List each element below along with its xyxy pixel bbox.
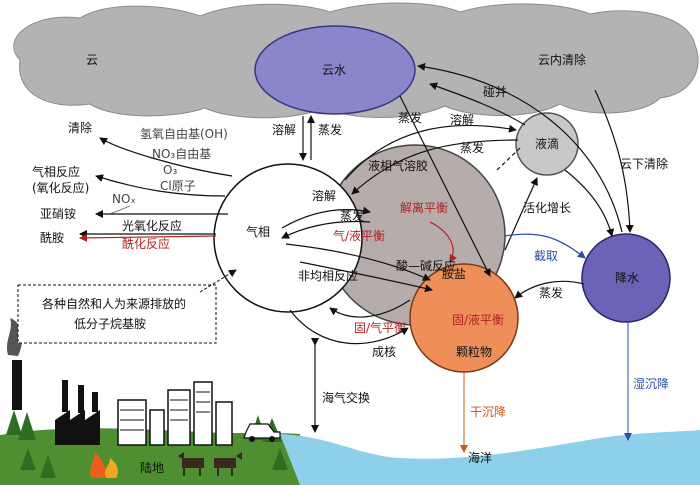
arrow-nucleation (289, 309, 409, 345)
source-box-line-1: 各种自然和人为来源排放的 (42, 296, 186, 311)
arrow-coalescence (429, 82, 526, 126)
no3-radical-label: NO₃自由基 (152, 147, 211, 161)
evaporate-mid1-label: 蒸发 (398, 110, 422, 125)
solid-liquid-eq-label: 固/液平衡 (452, 312, 504, 327)
amide-label: 酰胺 (40, 231, 64, 245)
photooxidation-label: 光氧化反应 (122, 218, 182, 233)
arrow-precip-evaporate (514, 280, 585, 299)
nitrosamine-label: 亚硝铵 (40, 206, 76, 221)
nucleation-label: 成核 (372, 345, 396, 359)
arrow-source-to-gas (199, 269, 237, 293)
solid-gas-eq-label: 固/气平衡 (354, 320, 406, 335)
car-icon (243, 423, 281, 442)
arrow-in-cloud-removal (417, 62, 623, 233)
evaporate-precip-label: 蒸发 (539, 285, 563, 300)
gas-liquid-eq-label: 气/液平衡 (333, 228, 385, 243)
factory-icon (7, 318, 100, 445)
evaporate-top-label: 蒸发 (318, 122, 342, 137)
arrow-removal (99, 137, 233, 177)
removal-label: 清除 (68, 120, 92, 135)
dissolve-mid-label: 溶解 (450, 112, 474, 127)
nox-tick (109, 205, 131, 215)
arrow-dissolve-inner (281, 206, 371, 229)
oh-radical-label: 氢氧自由基(OH) (140, 126, 228, 141)
cattle-icon (178, 452, 242, 476)
aqueous-amine-label: 液相气溶胶 (368, 158, 428, 173)
droplet-label: 液滴 (535, 136, 559, 151)
source-box (17, 284, 217, 344)
arrow-evaporate-inner (281, 220, 371, 239)
droplet-circle (515, 112, 579, 176)
arrow-activation-growth (504, 177, 538, 251)
cloud-water-ellipse (254, 25, 416, 115)
arrow-solid-gas (329, 299, 411, 318)
capture-label: 截取 (534, 249, 558, 263)
arrow-below-cloud (594, 89, 634, 233)
in-cloud-removal-label: 云内清除 (538, 52, 586, 67)
coalescence-label: 碰并 (483, 85, 507, 99)
precipitation-circle (581, 233, 671, 323)
dry-deposition-label: 干沉降 (470, 405, 506, 419)
evaporate-mid2-label: 蒸发 (460, 140, 484, 155)
nox-label: NOₓ (112, 192, 136, 206)
arrow-droplet-to-precip (564, 169, 615, 237)
particle-label: 颗粒物 (456, 344, 492, 359)
arrow-dissociation (429, 221, 457, 263)
arrow-capture (504, 233, 586, 259)
fire-icon (90, 452, 118, 478)
arrow-acid-base (285, 243, 431, 281)
heterogeneous-label: 非均相反应 (298, 268, 358, 283)
acylation-label: 酰化反应 (122, 236, 170, 251)
ocean-water (280, 430, 700, 485)
activation-growth-label: 活化增长 (523, 201, 571, 215)
evaporate-inner-label: 蒸发 (340, 208, 364, 223)
cloud-label: 云 (86, 53, 98, 67)
arrow-evaporate-droplet (351, 139, 519, 195)
air-sea-exchange-label: 海气交换 (322, 390, 370, 405)
gas-reaction-label-1: 气相反应 (32, 164, 80, 179)
precipitation-label: 降水 (615, 271, 639, 285)
gas-phase-label: 气相 (246, 224, 270, 239)
arrow-acylation (79, 233, 217, 242)
wet-deposition-label: 湿沉降 (633, 376, 669, 391)
city-buildings-icon (117, 381, 233, 446)
arrow-cloudwater-to-salt (399, 95, 491, 277)
cloud-water-label: 云水 (322, 63, 346, 77)
arrow-gas-reaction (95, 174, 226, 197)
o3-label: O₃ (163, 163, 177, 177)
gas-reaction-label-2: (氧化反应) (32, 180, 89, 195)
dashed-link (496, 147, 521, 171)
dissociation-eq-label: 解离平衡 (400, 200, 448, 215)
aminium-salt-label: 胺盐 (442, 267, 466, 281)
arrow-heterogeneous (299, 261, 433, 293)
dissolve-inner-label: 溶解 (312, 188, 336, 203)
acid-base-label: 酸—碱反应 (396, 258, 456, 273)
arrow-dissolve-droplet (344, 124, 517, 181)
ocean-label: 海洋 (468, 450, 492, 465)
below-cloud-removal-label: 云下清除 (620, 156, 668, 171)
cl-atom-label: Cl原子 (160, 179, 196, 193)
land-label: 陆地 (140, 460, 164, 475)
dissolve-top-label: 溶解 (272, 122, 296, 137)
source-box-line-2: 低分子烷基胺 (74, 317, 146, 331)
